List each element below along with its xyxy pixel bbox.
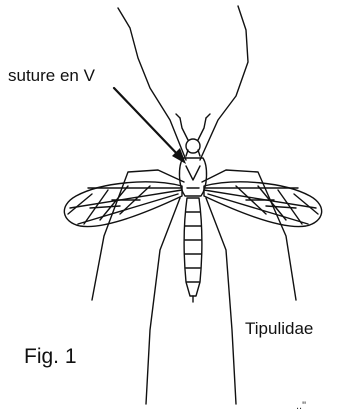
- right-hind-leg: [206, 198, 236, 404]
- right-antenna: [198, 118, 206, 140]
- left-antenna: [180, 118, 188, 140]
- right-mid-leg: [202, 170, 296, 300]
- corner-mark: ..": [296, 401, 306, 412]
- left-front-leg: [118, 8, 186, 160]
- left-hind-leg: [146, 198, 180, 404]
- left-mid-leg: [92, 170, 184, 300]
- figure-number-label: Fig. 1: [24, 346, 77, 367]
- v-suture: [186, 166, 200, 180]
- family-label: Tipulidae: [245, 320, 313, 337]
- right-wing: [204, 182, 322, 227]
- suture-label: suture en V: [8, 67, 95, 84]
- thorax: [179, 158, 206, 196]
- left-wing: [64, 182, 182, 227]
- right-front-leg: [200, 6, 248, 160]
- annotation-arrow: [114, 88, 186, 164]
